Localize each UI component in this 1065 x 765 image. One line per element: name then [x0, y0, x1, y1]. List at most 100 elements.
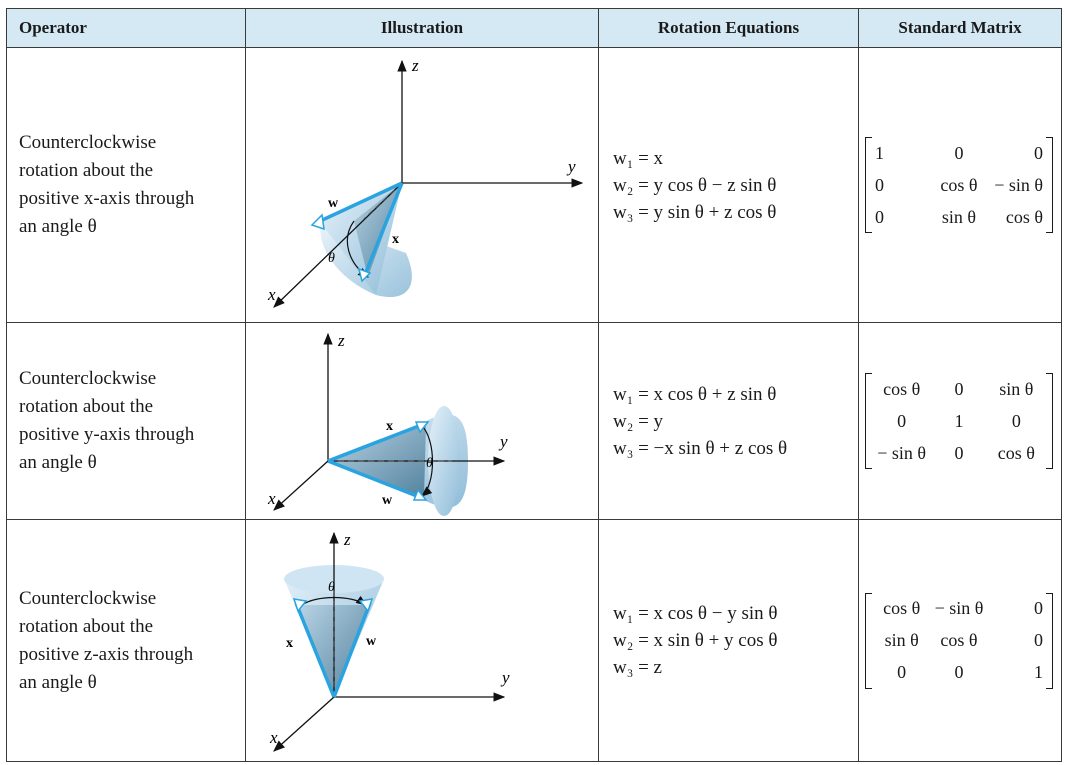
- matrix-right-bracket: [1046, 137, 1053, 233]
- rotation-operators-table: Operator Illustration Rotation Equations…: [6, 8, 1062, 762]
- angle-arc: [421, 425, 434, 497]
- equation-line: w₂ = x sin θ + y cos θ: [613, 630, 778, 651]
- matrix-right-bracket: [1046, 592, 1053, 689]
- axis-label-x: x: [267, 489, 276, 508]
- vector-w: [327, 459, 423, 500]
- vector-w-head: [412, 488, 428, 501]
- description-line: an angle θ: [19, 216, 97, 237]
- header-illustration: Illustration: [245, 8, 599, 48]
- rotation-triangle: [298, 605, 368, 697]
- matrix-entry: 1: [954, 410, 964, 431]
- angle-label-theta: θ: [328, 580, 335, 595]
- rotation-equations: w₁ = x w₂ = y cos θ − z sin θ w₃ = y sin…: [598, 47, 859, 323]
- vector-x: [327, 422, 425, 463]
- description-line: rotation about the: [19, 615, 154, 637]
- illustration-cell: z y x x w θ: [245, 322, 599, 520]
- matrix-entry: 0: [954, 662, 964, 682]
- rotation-equations: w₁ = x cos θ − y sin θ w₂ = x sin θ + y …: [598, 519, 859, 762]
- operator-description: Counterclockwise rotation about the posi…: [6, 47, 246, 323]
- matrix-left-bracket: [865, 137, 872, 233]
- description-line: positive z-axis through: [19, 643, 194, 665]
- matrix-entry: cos θ: [997, 442, 1035, 463]
- axis-label-z: z: [343, 530, 351, 549]
- vector-x-head: [414, 421, 430, 434]
- axis-label-z: z: [411, 56, 419, 75]
- axis-label-y: y: [500, 668, 510, 687]
- vector-label-w: w: [382, 493, 393, 508]
- equation-line: w₁ = x cos θ + z sin θ: [613, 383, 777, 405]
- table-row: Counterclockwise rotation about the posi…: [6, 519, 1062, 762]
- illustration-cell: z y x w x θ: [245, 47, 599, 323]
- angle-label-theta: θ: [328, 251, 335, 266]
- matrix-entry: sin θ: [884, 630, 919, 650]
- vector-w: [315, 181, 403, 225]
- header-operator: Operator: [6, 8, 246, 48]
- matrix-entry: 0: [1033, 598, 1043, 618]
- matrix-entry: cos θ: [883, 378, 921, 399]
- table-row: Counterclockwise rotation about the posi…: [6, 322, 1062, 520]
- axis-label-x: x: [267, 285, 276, 304]
- operator-description: Counterclockwise rotation about the posi…: [6, 519, 246, 762]
- x-axis-hidden-dashed: [363, 182, 403, 220]
- vector-w: [332, 602, 372, 698]
- vector-w-head: [310, 213, 325, 231]
- vector-label-x: x: [392, 232, 399, 247]
- z-rotation-illustration: z y x x w θ: [269, 530, 510, 752]
- description-line: rotation about the: [19, 160, 154, 181]
- equation-line: w₁ = x cos θ − y sin θ: [613, 603, 778, 624]
- vector-x-head: [357, 267, 372, 283]
- description-line: an angle θ: [19, 452, 97, 473]
- description-line: rotation about the: [19, 396, 154, 417]
- standard-matrix: cos θ − sin θ 0 sin θ cos θ 0 0 0 1: [865, 592, 1053, 689]
- description-line: Counterclockwise: [19, 587, 157, 609]
- matrix-entry: cos θ: [883, 598, 921, 618]
- matrix-entry: 0: [1033, 142, 1043, 163]
- description-line: positive y-axis through: [19, 424, 195, 445]
- matrix-left-bracket: [865, 592, 872, 689]
- matrix-entry: 0: [897, 662, 907, 682]
- header-rotation-equations: Rotation Equations: [598, 8, 859, 48]
- standard-matrix-cell: cos θ 0 sin θ 0 1 0 − sin θ 0 cos θ: [858, 322, 1062, 520]
- axis-label-y: y: [566, 157, 576, 176]
- illustration-cell: z y x x w θ: [245, 519, 599, 762]
- rotation-equations: w₁ = x cos θ + z sin θ w₂ = y w₃ = −x si…: [598, 322, 859, 520]
- x-rotation-illustration: z y x w x θ: [267, 56, 584, 308]
- standard-matrix-cell: cos θ − sin θ 0 sin θ cos θ 0 0 0 1: [858, 519, 1062, 762]
- matrix-entry: − sin θ: [877, 442, 927, 463]
- x-axis-line: [273, 182, 403, 308]
- matrix-entry: 0: [875, 174, 884, 195]
- axis-label-y: y: [498, 432, 508, 451]
- vector-label-w: w: [328, 196, 339, 211]
- matrix-entry: 0: [1033, 630, 1043, 650]
- vector-w-head: [358, 598, 374, 613]
- equation-line: w₃ = y sin θ + z cos θ: [613, 201, 777, 223]
- vector-x: [362, 182, 404, 278]
- matrix-left-bracket: [865, 373, 872, 469]
- description-line: Counterclockwise: [19, 132, 157, 153]
- vector-x-head: [292, 598, 308, 613]
- matrix-entry: − sin θ: [934, 598, 984, 618]
- description-line: positive x-axis through: [19, 188, 195, 209]
- equation-line: w₂ = y: [613, 410, 664, 432]
- matrix-entry: 0: [897, 410, 907, 431]
- axis-label-x: x: [269, 728, 278, 747]
- description-line: an angle θ: [19, 671, 97, 693]
- matrix-entry: 0: [875, 206, 884, 227]
- matrix-entry: 0: [954, 378, 964, 399]
- x-axis-line: [273, 460, 329, 511]
- vector-x: [294, 602, 336, 698]
- vector-label-w: w: [366, 634, 377, 649]
- y-rotation-illustration: z y x x w θ: [267, 331, 508, 516]
- matrix-entry: 1: [1033, 662, 1043, 682]
- rotation-triangle: [354, 183, 402, 277]
- matrix-entry: 0: [954, 442, 964, 463]
- operator-description: Counterclockwise rotation about the posi…: [6, 322, 246, 520]
- matrix-entry: cos θ: [940, 630, 978, 650]
- header-row: Operator Illustration Rotation Equations…: [6, 8, 1062, 48]
- matrix-entry: 1: [875, 142, 884, 163]
- table-row: Counterclockwise rotation about the posi…: [6, 47, 1062, 323]
- vector-label-x: x: [386, 419, 393, 434]
- header-standard-matrix: Standard Matrix: [858, 8, 1062, 48]
- matrix-entry: − sin θ: [994, 174, 1043, 195]
- vector-label-x: x: [286, 636, 293, 651]
